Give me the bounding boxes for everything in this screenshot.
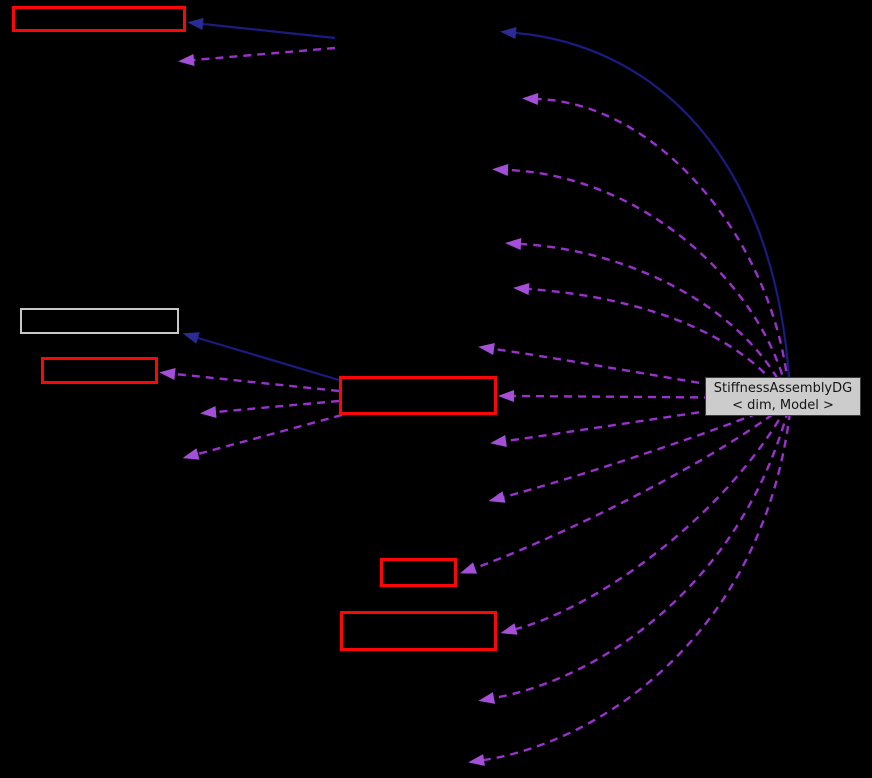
usage-edge <box>522 93 790 386</box>
current-class-template-params: < dim, Model > <box>732 397 834 413</box>
usage-edge <box>488 401 784 503</box>
inheritance-edge <box>187 18 336 40</box>
inheritance-edge <box>500 27 791 378</box>
usage-edge <box>178 46 336 66</box>
usage-edge <box>468 411 792 766</box>
usage-edge <box>159 368 340 393</box>
class-node-bottom-wide[interactable] <box>340 611 497 651</box>
usage-edge <box>478 409 790 704</box>
current-class-name: StiffnessAssemblyDG <box>713 380 853 396</box>
class-node-left-small[interactable] <box>41 357 158 384</box>
usage-edge <box>492 164 788 389</box>
usage-edge <box>505 238 786 392</box>
usage-edge <box>513 283 784 395</box>
class-node-mid-left[interactable] <box>20 308 179 334</box>
class-node-top-left[interactable] <box>12 6 186 32</box>
usage-edge <box>459 405 785 574</box>
current-class-node: StiffnessAssemblyDG < dim, Model > <box>705 377 861 416</box>
usage-edge <box>500 407 788 635</box>
inheritance-edge <box>182 332 340 382</box>
usage-edge <box>182 413 343 460</box>
class-node-bottom-small[interactable] <box>380 558 457 587</box>
class-node-center[interactable] <box>339 376 497 415</box>
usage-edge <box>200 399 340 418</box>
